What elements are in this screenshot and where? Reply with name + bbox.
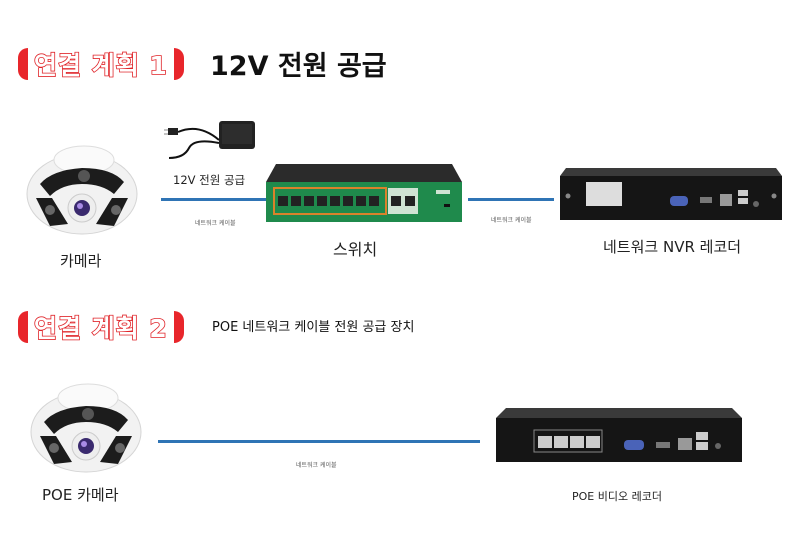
network-cable-switch-nvr: [468, 198, 554, 201]
power-adapter-image: [164, 121, 255, 159]
network-switch-image: [266, 164, 462, 222]
camera-label: 카메라: [60, 252, 102, 270]
cable-label: 네트워크 케이블: [296, 462, 337, 469]
poe-camera-label: POE 카메라: [42, 486, 119, 504]
plan2-badge: 연결 계획 2: [18, 309, 184, 345]
network-cable-camera-recorder: [158, 440, 480, 443]
plan2-badge-text: 연결 계획 2: [33, 313, 168, 344]
plan2-title: POE 네트워크 케이블 전원 공급 장치: [212, 320, 415, 335]
badge-left-bracket: [18, 311, 28, 343]
poe-video-recorder-image: [496, 408, 742, 462]
plan1-badge-text: 연결 계획 1: [33, 50, 168, 81]
power-supply-label: 12V 전원 공급: [173, 173, 246, 187]
cable-label: 네트워크 케이블: [491, 217, 532, 224]
badge-left-bracket: [18, 48, 28, 80]
poe-recorder-label: POE 비디오 레코더: [572, 490, 662, 503]
fisheye-camera-image: [26, 145, 138, 235]
plan1-badge: 연결 계획 1: [18, 46, 184, 82]
nvr-label: 네트워크 NVR 레코더: [603, 238, 742, 256]
switch-label: 스위치: [333, 240, 378, 259]
cable-label: 네트워크 케이블: [195, 220, 236, 227]
poe-fisheye-camera-image: [30, 383, 142, 473]
badge-right-bracket: [173, 48, 184, 80]
plan1-title: 12V 전원 공급: [210, 51, 387, 82]
nvr-recorder-image: [560, 168, 782, 220]
badge-right-bracket: [173, 311, 184, 343]
network-cable-camera-switch: [161, 198, 266, 201]
